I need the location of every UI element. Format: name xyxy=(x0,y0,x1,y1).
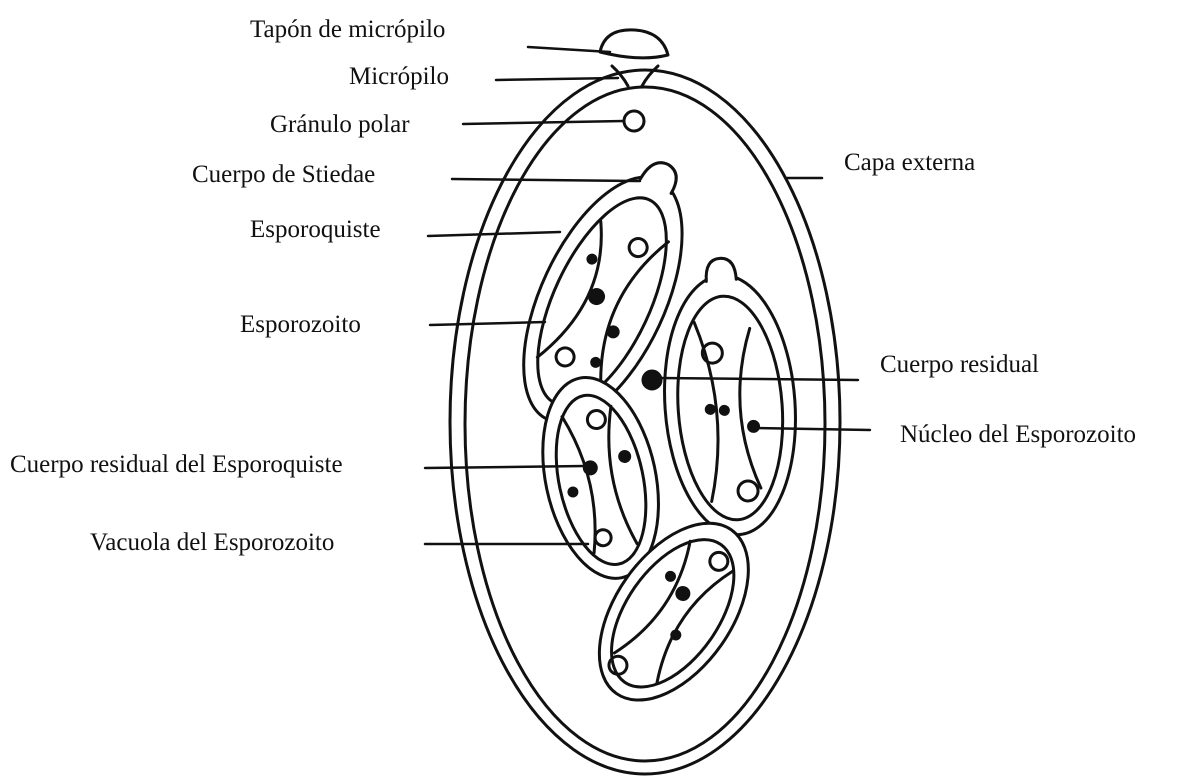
label-cuerpo-residual: Cuerpo residual xyxy=(880,350,1039,380)
label-tapon-micropilo: Tapón de micrópilo xyxy=(250,15,445,45)
label-nucleo-esporozoito: Núcleo del Esporozoito xyxy=(900,420,1136,450)
label-cuerpo-residual-esporoquiste: Cuerpo residual del Esporoquiste xyxy=(10,450,343,480)
label-capa-externa: Capa externa xyxy=(844,148,975,178)
label-esporoquiste: Esporoquiste xyxy=(250,215,381,245)
label-vacuola-esporozoito: Vacuola del Esporozoito xyxy=(90,528,334,558)
label-micropilo: Micrópilo xyxy=(349,62,449,92)
sporocyst-2 xyxy=(655,254,804,539)
label-esporozoito: Esporozoito xyxy=(240,310,361,340)
polar-granule xyxy=(624,111,644,131)
label-granulo-polar: Gránulo polar xyxy=(270,110,410,140)
label-cuerpo-stiedae: Cuerpo de Stiedae xyxy=(192,160,375,190)
micropyle-cap xyxy=(600,30,668,58)
residual-body xyxy=(643,371,661,389)
